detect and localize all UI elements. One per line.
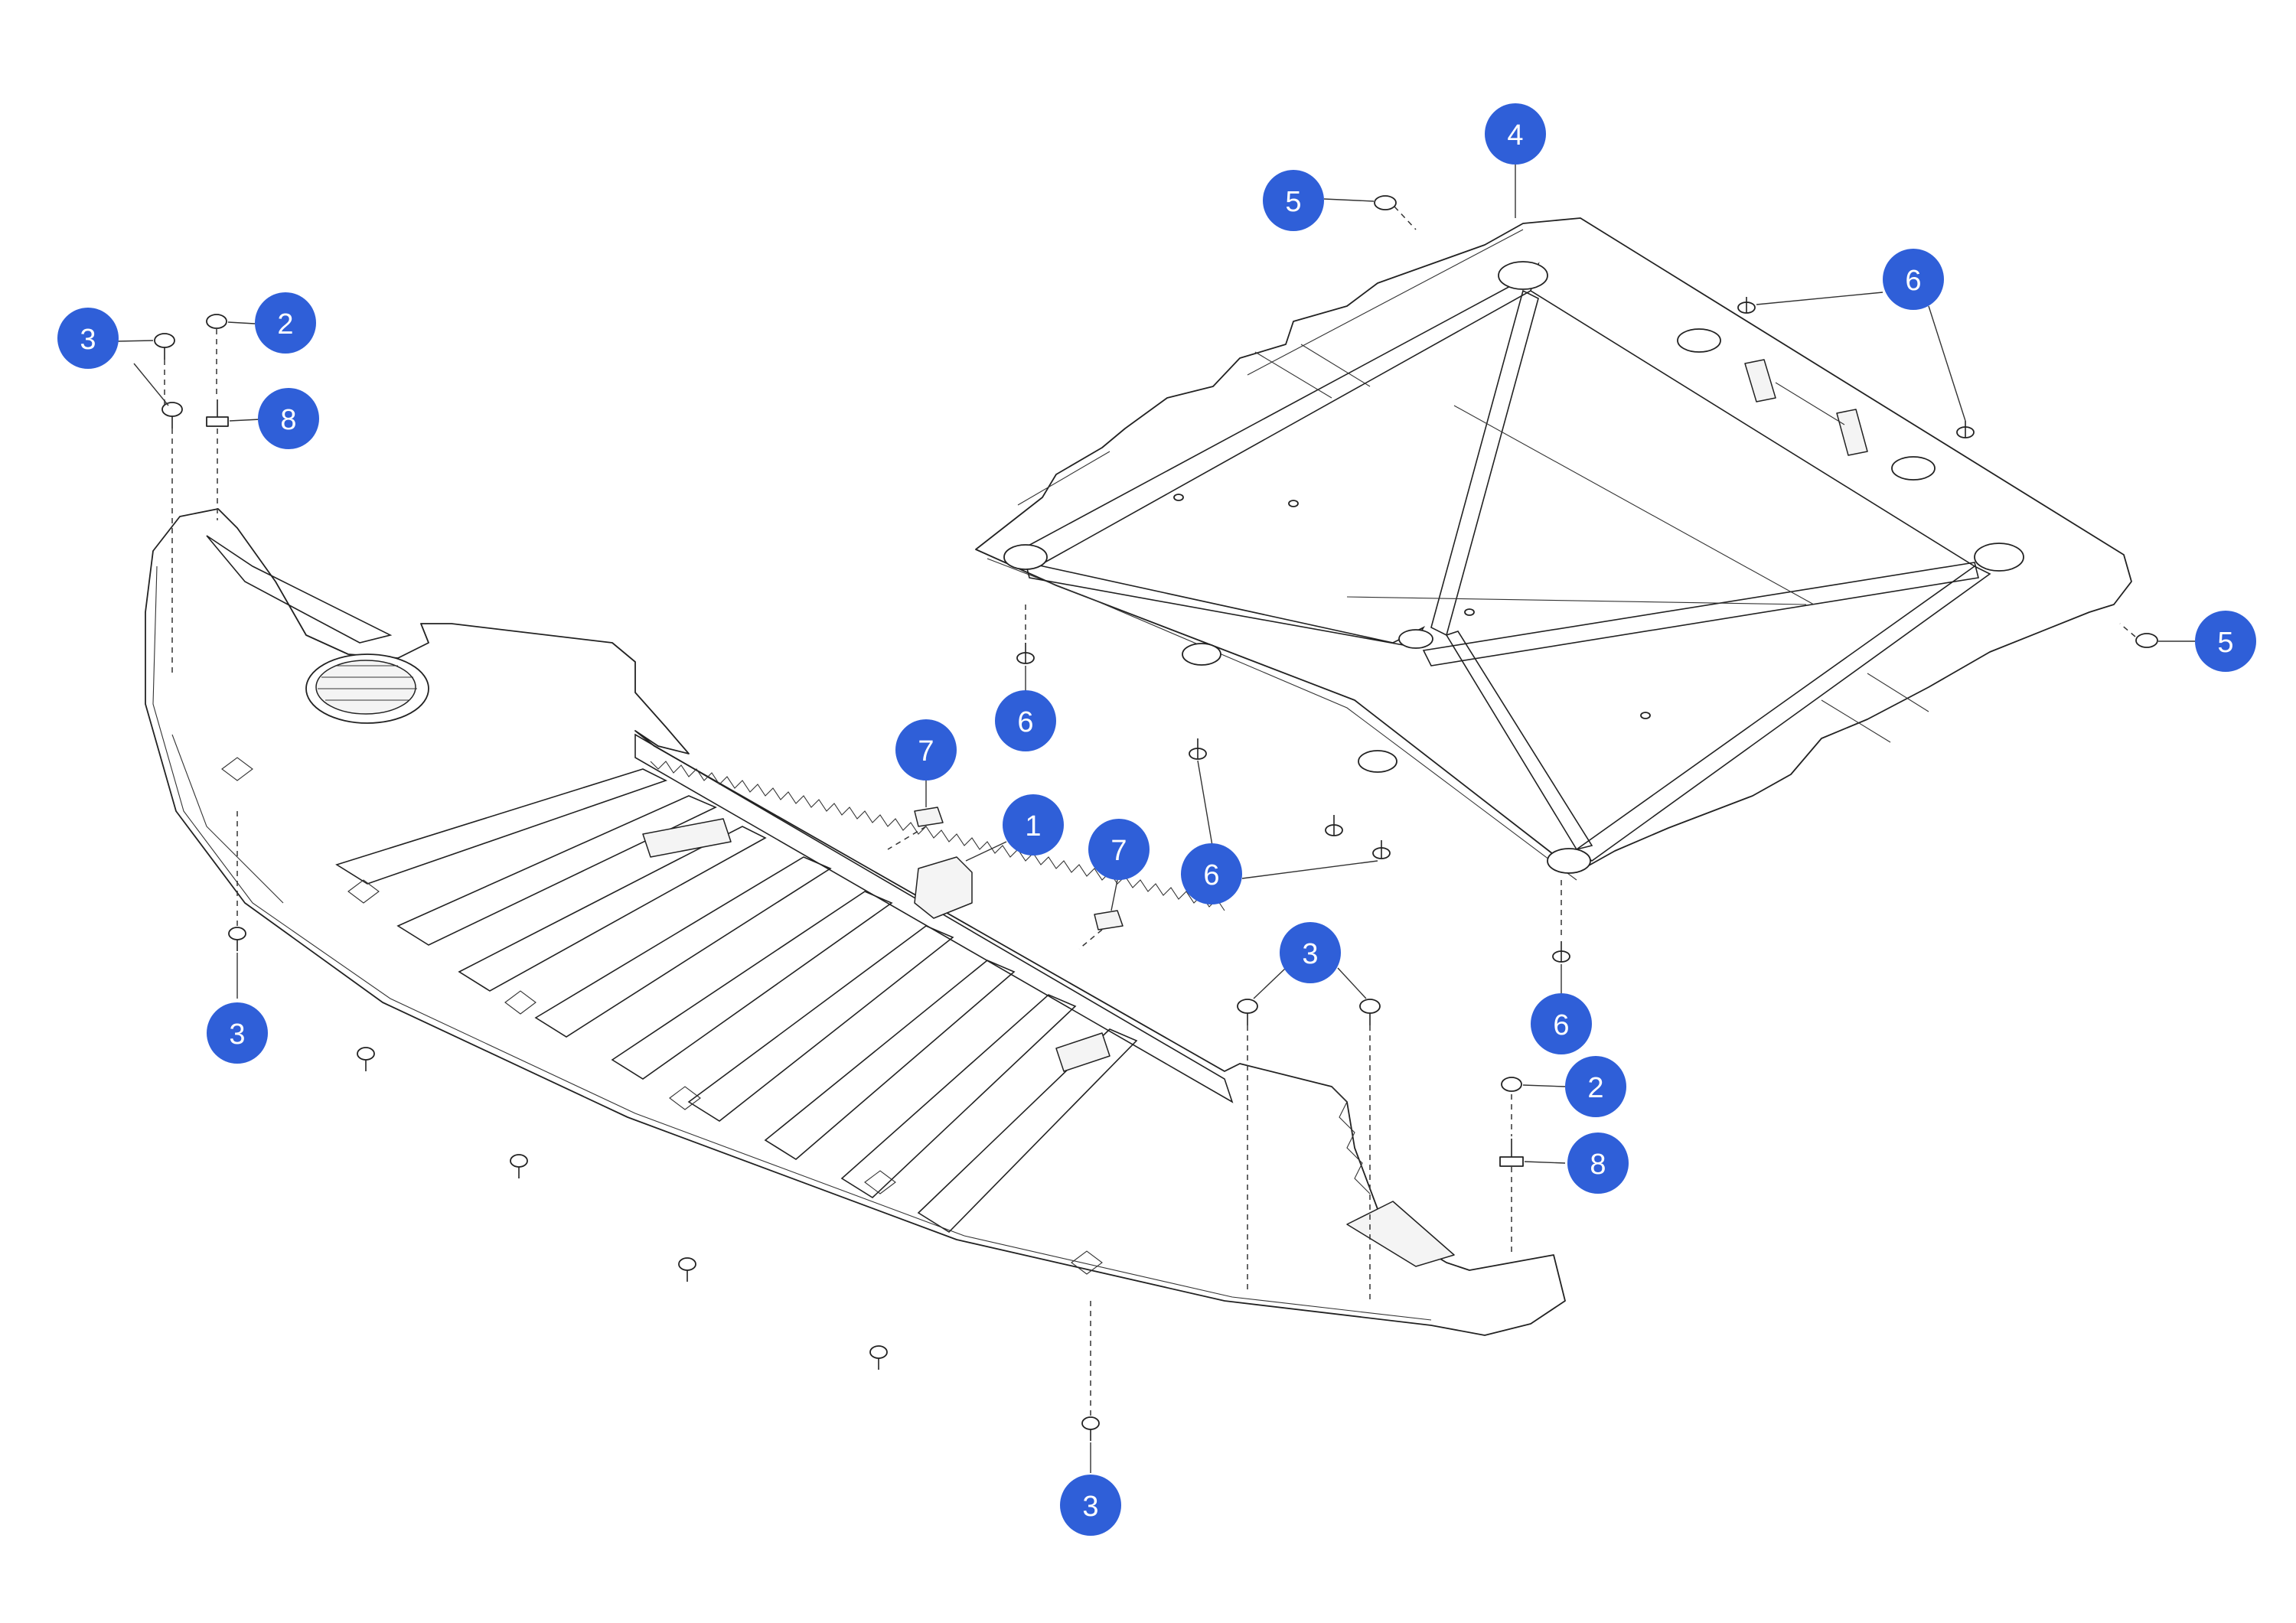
callout-badge [1485,103,1546,165]
callout-badge [1280,922,1341,983]
callout-3-left: 3 [207,1002,268,1064]
callout-badge [1565,1056,1626,1117]
callout-badge [1567,1133,1629,1194]
callout-2-top-left: 2 [255,292,316,354]
callout-label: 2 [1587,1072,1603,1104]
callout-label: 6 [1905,265,1921,297]
callout-label: 5 [2217,627,2233,659]
callout-5-right: 5 [2195,611,2256,672]
callout-label: 6 [1203,859,1219,891]
callout-badge [895,719,957,781]
callout-badge [1060,1475,1121,1536]
front-splash-shield [145,508,1566,1336]
callout-badge [207,1002,268,1064]
assembly-lines [164,206,2136,1416]
callout-2-right: 2 [1565,1056,1626,1117]
callout-6-middle: 6 [1181,843,1242,904]
callout-6-bottom: 6 [1531,993,1592,1054]
callout-label: 4 [1507,119,1523,152]
callout-6-left: 6 [995,690,1056,751]
callouts: 4 5 6 5 6 6 6 3 2 8 7 1 7 3 3 2 8 3 [57,103,2256,1536]
callout-badge [1883,249,1944,310]
callout-label: 8 [280,404,296,436]
callout-label: 7 [918,735,934,768]
callout-badge [258,388,319,449]
callout-label: 5 [1285,186,1301,218]
callout-badge [57,308,119,369]
callout-badge [1003,794,1064,855]
callout-label: 8 [1590,1149,1606,1181]
callout-1: 1 [1003,794,1064,855]
callout-label: 1 [1025,810,1041,842]
callout-label: 7 [1110,835,1127,867]
fasteners [154,195,2158,1441]
callout-3-middle: 3 [1280,922,1341,983]
callout-label: 3 [1302,938,1318,970]
callout-label: 6 [1553,1009,1569,1041]
callout-8-right: 8 [1567,1133,1629,1194]
callout-badge [1531,993,1592,1054]
callout-label: 3 [80,324,96,356]
callout-badge [2195,611,2256,672]
callout-label: 3 [229,1018,245,1051]
callout-5-top: 5 [1263,170,1324,231]
callout-label: 2 [277,308,293,341]
callout-badge [1263,170,1324,231]
callout-badge [995,690,1056,751]
callout-4: 4 [1485,103,1546,165]
callout-badge [255,292,316,354]
callout-badge [1181,843,1242,904]
callout-3-top-left: 3 [57,308,119,369]
callout-3-bottom: 3 [1060,1475,1121,1536]
callout-7-right: 7 [1088,819,1150,880]
callout-badge [1088,819,1150,880]
callout-8-top-left: 8 [258,388,319,449]
callout-label: 3 [1082,1491,1098,1523]
callout-label: 6 [1017,706,1033,738]
callout-6-top: 6 [1883,249,1944,310]
rear-underbody-panel [975,217,2132,881]
callout-7-left: 7 [895,719,957,781]
